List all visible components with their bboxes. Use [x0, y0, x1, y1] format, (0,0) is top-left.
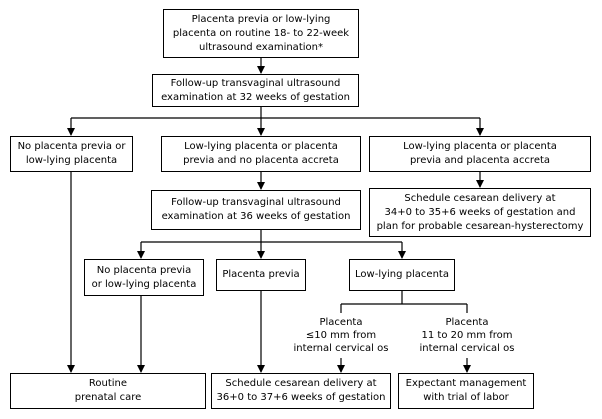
node-lowlying-36: Low-lying placenta	[349, 259, 455, 291]
node-start: Placenta previa or low-lying placenta on…	[163, 9, 359, 58]
node-no-previa-36: No placenta previa or low-lying placenta	[84, 259, 204, 296]
node-schedule-previa: Schedule cesarean delivery at 36+0 to 37…	[211, 373, 391, 409]
node-lowlying-no-accreta: Low-lying placenta or placenta previa an…	[161, 136, 361, 172]
node-no-previa-32: No placenta previa or low-lying placenta	[10, 136, 133, 172]
label-11-to-20mm: Placenta 11 to 20 mm from internal cervi…	[419, 317, 515, 354]
node-lowlying-accreta: Low-lying placenta or placenta previa an…	[369, 136, 591, 172]
node-tvus-36-weeks: Follow-up transvaginal ultrasound examin…	[151, 190, 361, 230]
node-expectant-management: Expectant management with trial of labor	[398, 373, 534, 409]
node-tvus-32-weeks: Follow-up transvaginal ultrasound examin…	[152, 74, 359, 107]
node-routine-prenatal-care: Routine prenatal care	[10, 373, 206, 409]
label-le10mm: Placenta ≤10 mm from internal cervical o…	[293, 317, 389, 354]
node-schedule-accreta: Schedule cesarean delivery at 34+0 to 35…	[369, 188, 591, 237]
node-placenta-previa-36: Placenta previa	[216, 259, 306, 291]
